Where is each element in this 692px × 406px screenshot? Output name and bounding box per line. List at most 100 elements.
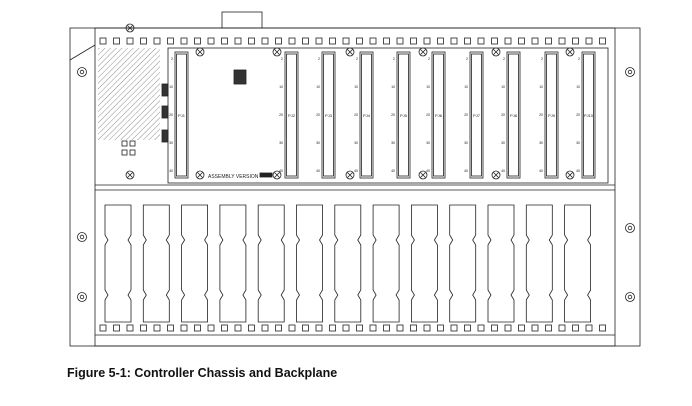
mounting-hole	[625, 223, 635, 233]
dip-switches	[121, 83, 169, 156]
bottom-tab	[531, 324, 539, 332]
chassis-frame	[69, 11, 641, 347]
bottom-tab	[140, 324, 147, 332]
mounting-hole	[625, 292, 635, 302]
connector-pj2	[284, 51, 299, 179]
screw-cross	[493, 172, 499, 178]
top-tab	[585, 37, 593, 45]
bottom-tab	[356, 324, 363, 332]
top-tab	[261, 37, 269, 45]
screw-cross	[197, 49, 203, 55]
mounting-hole-center	[627, 294, 633, 300]
card-slot	[372, 204, 400, 323]
bottom-tab	[545, 324, 552, 332]
connector-pj3	[321, 51, 336, 179]
connector-label: PJ6	[435, 113, 443, 118]
bottom-tab	[342, 324, 350, 332]
card-slot	[564, 204, 591, 323]
card-slot	[296, 204, 323, 323]
top-tab	[369, 37, 377, 45]
pin-label: 30	[316, 141, 320, 145]
top-tab	[423, 37, 431, 45]
screw-icon	[195, 47, 205, 57]
top-tab	[221, 37, 228, 45]
connector-pj1	[174, 51, 189, 179]
screw-icon	[491, 170, 501, 180]
bottom-tab	[315, 324, 323, 332]
pin-label: 2	[171, 57, 173, 61]
card-slot	[411, 204, 438, 323]
connector-label: PJ9	[548, 113, 556, 118]
pin-label: 10	[464, 85, 468, 89]
connector-pj4	[359, 51, 374, 179]
screw-icon	[272, 47, 282, 57]
connector-inner	[286, 53, 297, 177]
top-tab	[207, 37, 215, 45]
mounting-hole-center	[79, 294, 85, 300]
top-tab	[329, 37, 336, 45]
bottom-tab	[99, 324, 107, 332]
pin-label: 10	[501, 85, 505, 89]
bottom-tab	[329, 324, 336, 332]
bottom-tab	[275, 324, 282, 332]
pin-label: 10	[279, 85, 283, 89]
pin-label: 30	[539, 141, 543, 145]
pin-label: 40	[354, 169, 358, 173]
connector-label: PJ1	[178, 113, 186, 118]
bottom-tab	[410, 324, 417, 332]
pin-label: 40	[169, 169, 173, 173]
card-slot	[525, 204, 553, 323]
connector-pj7	[469, 51, 484, 179]
connector-inner	[323, 53, 334, 177]
top-tab	[450, 37, 458, 45]
pin-label: 2	[466, 57, 468, 61]
assembly-version-box	[259, 172, 273, 178]
card-slot	[257, 204, 285, 323]
top-tab	[356, 37, 363, 45]
rotary-switch-icon	[233, 69, 247, 85]
top-tab	[464, 37, 471, 45]
pin-label: 20	[501, 113, 505, 117]
bottom-tab	[288, 324, 296, 332]
pin-label: 2	[393, 57, 395, 61]
bottom-tab	[518, 324, 525, 332]
top-tab	[491, 37, 498, 45]
top-tab	[288, 37, 296, 45]
top-tab	[302, 37, 309, 45]
screw-cross	[493, 49, 499, 55]
bottom-tab	[396, 324, 404, 332]
mounting-hole	[625, 67, 635, 77]
screw-cross	[274, 172, 280, 178]
connector-label: PJ7	[473, 113, 481, 118]
mounting-hole-center	[79, 69, 85, 75]
card-slot	[487, 204, 515, 323]
connector-label: PJ10	[584, 113, 594, 118]
top-tab	[180, 37, 188, 45]
connector-inner	[508, 53, 519, 177]
top-tabs	[99, 37, 606, 332]
card-slot	[449, 204, 477, 323]
screw-cross	[127, 172, 133, 178]
connector-pj8	[506, 51, 521, 179]
bottom-tab	[180, 324, 188, 332]
bottom-tab	[599, 324, 606, 332]
top-tab	[248, 37, 255, 45]
screw-icon	[491, 47, 501, 57]
bottom-tab	[369, 324, 377, 332]
top-tab	[558, 37, 566, 45]
hatched-area	[98, 48, 160, 140]
pin-label: 40	[426, 169, 430, 173]
pin-label: 30	[501, 141, 505, 145]
card-slot	[104, 204, 132, 323]
pin-label: 2	[281, 57, 283, 61]
screw-icon	[125, 170, 135, 180]
top-tab	[396, 37, 404, 45]
top-tab	[437, 37, 444, 45]
pin-label: 20	[316, 113, 320, 117]
mounting-hole-center	[79, 234, 85, 240]
connector-pj10	[581, 51, 596, 179]
screw-icon	[418, 47, 428, 57]
bottom-tab	[450, 324, 458, 332]
bottom-tab	[221, 324, 228, 332]
connector-inner	[398, 53, 409, 177]
